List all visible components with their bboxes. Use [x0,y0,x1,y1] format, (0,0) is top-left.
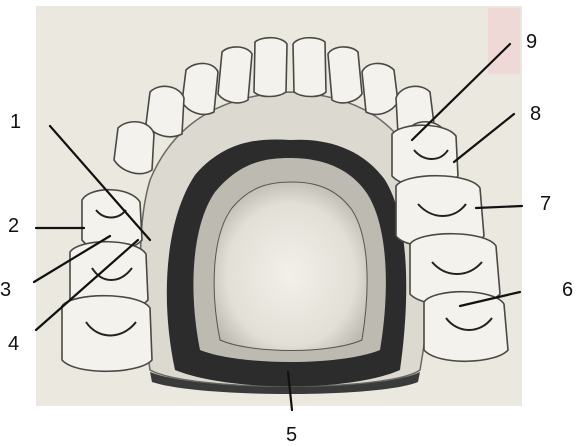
paper-tab [488,8,520,74]
callout-label-1: 1 [10,112,21,132]
tooth-canine-right [362,63,398,114]
palatal-opening [214,182,367,351]
tooth-central-right [293,38,326,97]
callout-label-4: 4 [8,334,19,354]
tooth-canine-left [182,63,218,114]
tooth-lateral-right [328,47,362,103]
callout-label-9: 9 [526,32,537,52]
callout-label-8: 8 [530,104,541,124]
tooth-premolar2-left [114,122,154,174]
callout-label-7: 7 [540,194,551,214]
callout-label-2: 2 [8,216,19,236]
callout-label-5: 5 [286,425,297,445]
tooth-left-molar2 [62,296,152,372]
callout-label-3: 3 [0,280,11,300]
tooth-central-left [254,38,287,97]
tooth-right-molar3 [424,292,508,362]
callout-label-6: 6 [562,280,573,300]
tooth-lateral-left [218,47,252,103]
